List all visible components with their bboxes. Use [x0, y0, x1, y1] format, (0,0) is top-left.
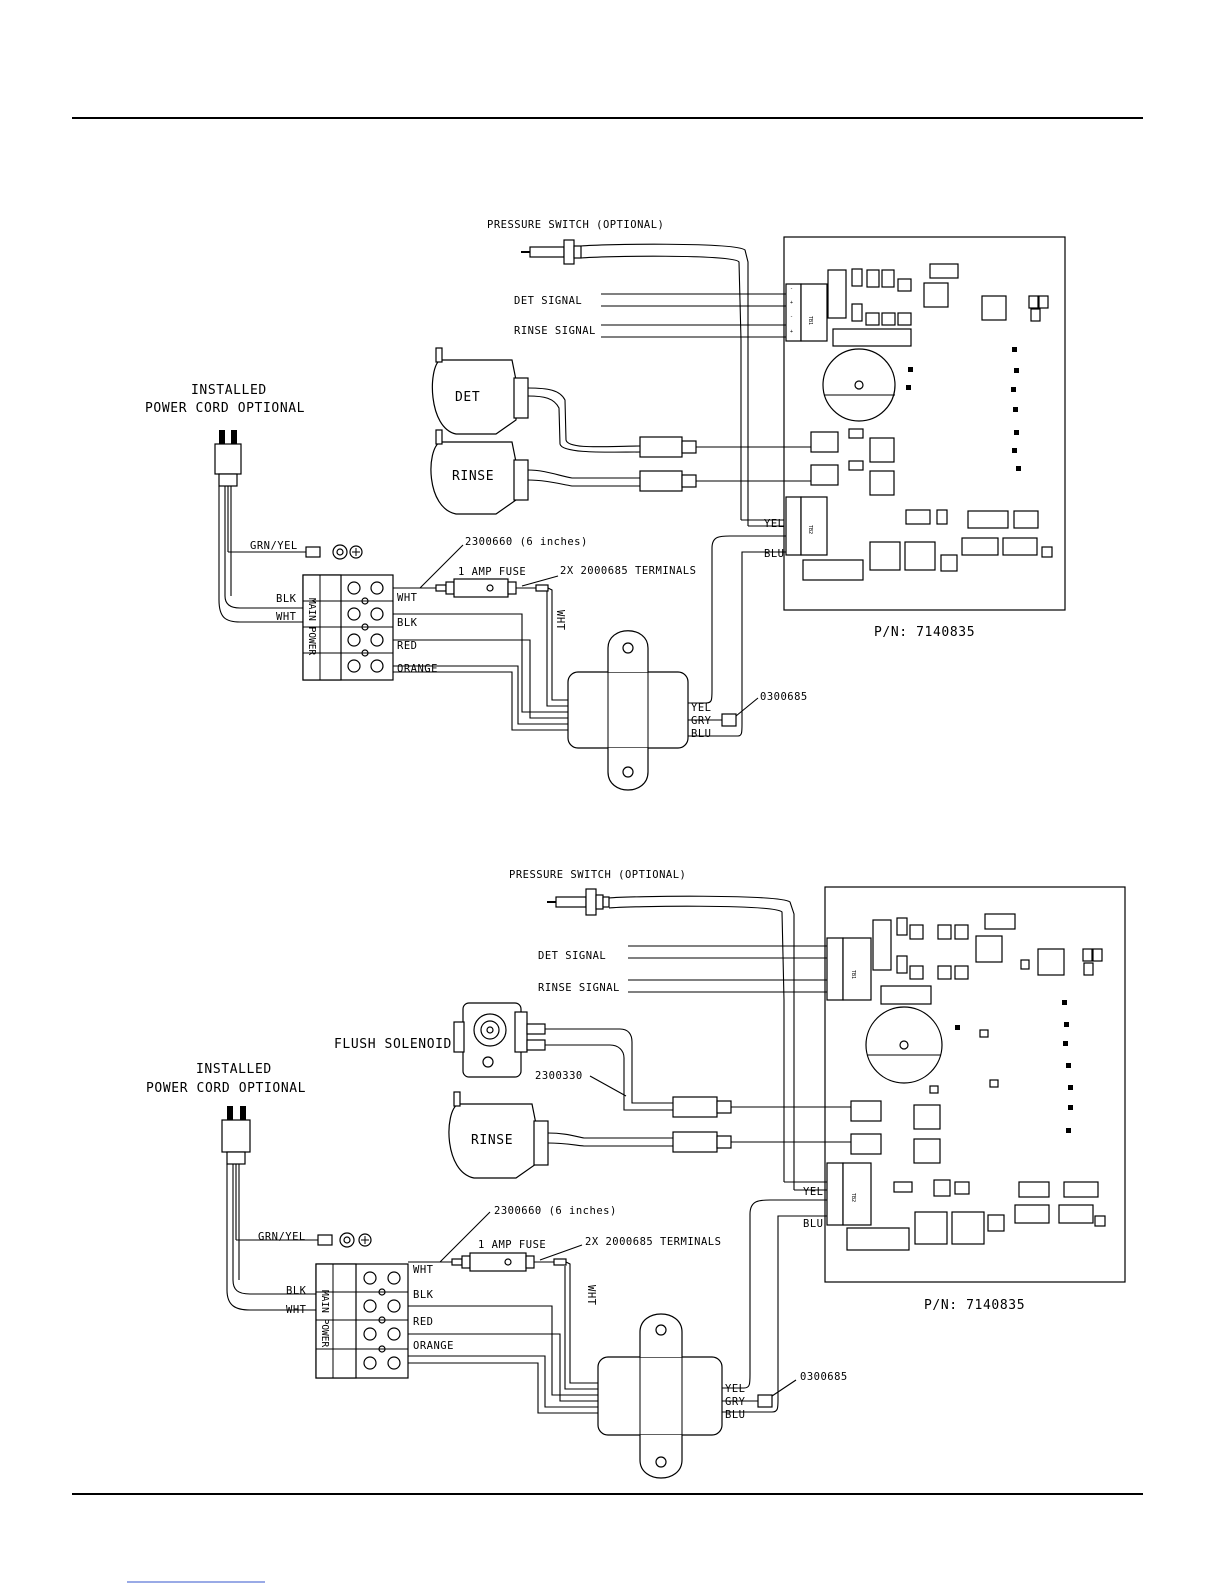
primary-wires-1: [393, 613, 568, 731]
svg-text:TB1: TB1: [807, 316, 813, 325]
board-wire-yel: YEL: [764, 518, 784, 530]
rinse-signal-label: RINSE SIGNAL: [538, 982, 620, 994]
power-cord-label-line2: POWER CORD OPTIONAL: [145, 401, 305, 416]
secondary-wire-gry: GRY: [725, 1396, 746, 1408]
secondary-wires-1: [688, 535, 786, 737]
signal-wires-1: [601, 293, 786, 338]
secondary-wire-yel: YEL: [691, 702, 711, 714]
pressure-switch-1: [521, 239, 784, 527]
rinse-pump-2: [448, 1091, 851, 1179]
secondary-wire-gry: GRY: [691, 715, 712, 727]
jumper-label: 2300660 (6 inches): [465, 536, 588, 548]
terminal-wire-wht: WHT: [413, 1264, 434, 1276]
main-power-label: MAIN POWER: [319, 1290, 330, 1347]
power-cord-2: [221, 1106, 372, 1311]
rinse-pump-1: [430, 429, 811, 515]
power-cord-label-line1: INSTALLED: [191, 383, 267, 398]
main-power-block-1: [302, 574, 394, 681]
control-board-1: TB1 - + - + TB2: [783, 236, 1066, 611]
splice-label: 0300685: [800, 1371, 848, 1383]
part-number-label: P/N: 7140835: [924, 1298, 1025, 1313]
svg-text:-: -: [790, 314, 793, 320]
fuse-wire-label: WHT: [585, 1285, 597, 1306]
terminal-wire-red: RED: [397, 640, 417, 652]
terminal-wire-red: RED: [413, 1316, 433, 1328]
wiring-diagram-2: TB1 TB2: [146, 869, 1126, 1479]
control-board-2: TB1 TB2: [824, 886, 1126, 1283]
det-signal-label: DET SIGNAL: [538, 950, 606, 962]
fuse-assembly-2: [408, 1211, 598, 1390]
cord-wire-wht-label: WHT: [286, 1304, 307, 1316]
transformer-2: [597, 1313, 723, 1479]
main-power-label: MAIN POWER: [306, 598, 317, 655]
ground-wire-label: GRN/YEL: [250, 540, 298, 552]
fuse-wire-label: WHT: [554, 610, 566, 631]
flush-solenoid-label: FLUSH SOLENOID: [334, 1037, 452, 1052]
power-cord-1: [214, 430, 363, 623]
pressure-switch-2: [547, 888, 827, 1191]
board-wire-blu: BLU: [764, 548, 784, 560]
secondary-wire-blu: BLU: [691, 728, 711, 740]
ground-wire-label: GRN/YEL: [258, 1231, 306, 1243]
splice-label: 0300685: [760, 691, 808, 703]
main-power-block-2: [315, 1263, 409, 1379]
rinse-pump-label: RINSE: [471, 1133, 513, 1148]
terminal-wire-blk: BLK: [397, 617, 418, 629]
board-wire-blu: BLU: [803, 1218, 823, 1230]
pressure-switch-label: PRESSURE SWITCH (OPTIONAL): [509, 869, 686, 881]
transformer-1: [567, 630, 689, 791]
det-signal-label: DET SIGNAL: [514, 295, 582, 307]
power-cord-label-line2: POWER CORD OPTIONAL: [146, 1081, 306, 1096]
svg-text:TB2: TB2: [850, 1193, 856, 1202]
fuse-label: 1 AMP FUSE: [478, 1239, 546, 1251]
cord-wire-blk-label: BLK: [276, 593, 297, 605]
primary-wires-2: [408, 1305, 598, 1414]
power-cord-label-line1: INSTALLED: [196, 1062, 272, 1077]
part-number-label: P/N: 7140835: [874, 625, 975, 640]
svg-text:-: -: [790, 286, 793, 292]
fuse-assembly-1: [393, 544, 568, 707]
svg-text:TB1: TB1: [850, 970, 856, 979]
rinse-signal-label: RINSE SIGNAL: [514, 325, 596, 337]
terminals-label: 2X 2000685 TERMINALS: [585, 1236, 721, 1248]
secondary-wire-yel: YEL: [725, 1383, 745, 1395]
terminal-wire-wht: WHT: [397, 592, 418, 604]
terminal-wire-orange: ORANGE: [413, 1340, 454, 1352]
terminal-wire-orange: ORANGE: [397, 663, 438, 675]
rinse-pump-label: RINSE: [452, 469, 494, 484]
solenoid-harness-label: 2300330: [535, 1070, 583, 1082]
cord-wire-wht-label: WHT: [276, 611, 297, 623]
fuse-label: 1 AMP FUSE: [458, 566, 526, 578]
svg-text:TB2: TB2: [807, 525, 813, 534]
signal-wires-2: [628, 945, 827, 993]
terminal-wire-blk: BLK: [413, 1289, 434, 1301]
jumper-label: 2300660 (6 inches): [494, 1205, 617, 1217]
board-wire-yel: YEL: [803, 1186, 823, 1198]
svg-text:+: +: [790, 300, 793, 306]
pressure-switch-label: PRESSURE SWITCH (OPTIONAL): [487, 219, 664, 231]
wiring-diagram-1: TB1 - + - + TB2: [145, 219, 1066, 791]
det-pump-label: DET: [455, 390, 480, 405]
det-pump-1: [431, 347, 811, 458]
secondary-wire-blu: BLU: [725, 1409, 745, 1421]
cord-wire-blk-label: BLK: [286, 1285, 307, 1297]
terminals-label: 2X 2000685 TERMINALS: [560, 565, 696, 577]
secondary-wires-2: [722, 1199, 827, 1413]
flush-solenoid-2: [453, 1002, 851, 1118]
svg-text:+: +: [790, 329, 793, 335]
